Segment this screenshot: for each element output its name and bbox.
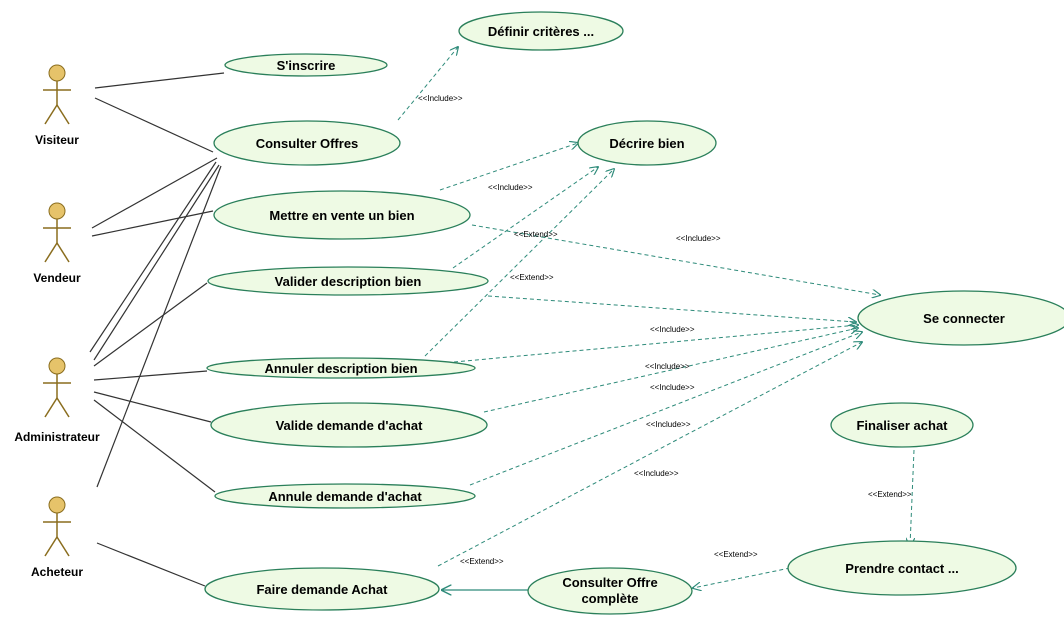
assoc-visiteur-consulter bbox=[94, 97, 214, 153]
assoc-vendeur-consulter bbox=[91, 157, 218, 229]
use-case-annuler-description[interactable]: Annuler description bien bbox=[206, 357, 476, 379]
stereo-include-2: <<Include>> bbox=[488, 183, 533, 192]
stereo-include-5: <<Include>> bbox=[645, 362, 690, 371]
dependencies bbox=[397, 47, 914, 590]
use-case-label: Valider description bien bbox=[275, 274, 422, 289]
dep-valider-connecter bbox=[487, 295, 856, 322]
use-case-decrire-bien[interactable]: Décrire bien bbox=[577, 120, 717, 166]
actor-vendeur[interactable]: Vendeur bbox=[33, 202, 81, 285]
assoc-acheteur-faire bbox=[96, 542, 206, 587]
use-case-consulter-offres[interactable]: Consulter Offres bbox=[213, 120, 401, 166]
assoc-admin-annule-demande bbox=[93, 399, 216, 493]
dep-mettre-connecter bbox=[471, 224, 880, 295]
dep-prendre-consulter-complete bbox=[693, 567, 791, 588]
assoc-admin-valide-demande bbox=[93, 391, 212, 423]
dep-faire-connecter bbox=[437, 342, 862, 567]
use-case-label: Se connecter bbox=[923, 311, 1005, 326]
use-case-consulter-offre-complete[interactable]: Consulter Offre complète bbox=[527, 567, 693, 615]
assoc-vendeur-mettre bbox=[91, 210, 214, 237]
stereo-extend-1: <<Extend>> bbox=[514, 230, 558, 239]
use-case-label: S'inscrire bbox=[277, 58, 336, 73]
use-case-label-line2: complète bbox=[581, 591, 638, 606]
use-case-label: Valide demande d'achat bbox=[276, 418, 424, 433]
dep-consulter-definir bbox=[397, 47, 458, 121]
use-case-label: Définir critères ... bbox=[488, 24, 594, 39]
use-case-se-connecter[interactable]: Se connecter bbox=[857, 290, 1064, 346]
stereo-include-7: <<Include>> bbox=[646, 420, 691, 429]
stereo-include-4: <<Include>> bbox=[650, 325, 695, 334]
stereo-extend-4: <<Extend>> bbox=[714, 550, 758, 559]
dep-valide-demande-connecter bbox=[483, 328, 858, 413]
use-case-label: Annuler description bien bbox=[264, 361, 417, 376]
actor-head-icon bbox=[48, 64, 66, 82]
assoc-admin-annuler bbox=[93, 370, 208, 381]
stereo-extend-2: <<Extend>> bbox=[510, 273, 554, 282]
use-case-label: Finaliser achat bbox=[856, 418, 948, 433]
use-case-mettre-en-vente[interactable]: Mettre en vente un bien bbox=[213, 190, 471, 240]
dep-annuler-connecter bbox=[453, 325, 858, 363]
stereotype-labels: <<Include>> <<Include>> <<Extend>> <<Inc… bbox=[418, 94, 912, 566]
stereo-extend-5: <<Extend>> bbox=[460, 557, 504, 566]
dep-finaliser-prendre bbox=[910, 449, 914, 546]
stereo-include-8: <<Include>> bbox=[634, 469, 679, 478]
use-case-label: Faire demande Achat bbox=[256, 582, 388, 597]
stereo-extend-3: <<Extend>> bbox=[868, 490, 912, 499]
use-case-annule-demande-achat[interactable]: Annule demande d'achat bbox=[214, 483, 476, 509]
assoc-admin-consulter-1 bbox=[89, 161, 217, 353]
actor-label: Visiteur bbox=[35, 133, 79, 147]
associations bbox=[89, 72, 225, 587]
use-case-label: Consulter Offres bbox=[256, 136, 359, 151]
actor-acheteur[interactable]: Acheteur bbox=[31, 496, 83, 579]
use-case-prendre-contact[interactable]: Prendre contact ... bbox=[787, 540, 1017, 596]
dep-annule-demande-connecter bbox=[469, 332, 862, 486]
assoc-visiteur-sinscrire bbox=[94, 72, 225, 89]
actor-head-icon bbox=[48, 496, 66, 514]
use-case-label: Mettre en vente un bien bbox=[269, 208, 414, 223]
assoc-admin-valider bbox=[93, 282, 208, 367]
use-case-valider-description[interactable]: Valider description bien bbox=[207, 266, 489, 296]
dep-annuler-decrire bbox=[424, 169, 614, 357]
use-case-label: Prendre contact ... bbox=[845, 561, 958, 576]
actor-head-icon bbox=[48, 202, 66, 220]
stereo-include-1: <<Include>> bbox=[418, 94, 463, 103]
use-case-label: Décrire bien bbox=[609, 136, 684, 151]
use-case-finaliser-achat[interactable]: Finaliser achat bbox=[830, 402, 974, 448]
actor-head-icon bbox=[48, 357, 66, 375]
actor-label: Acheteur bbox=[31, 565, 83, 579]
use-case-sinscrire[interactable]: S'inscrire bbox=[224, 53, 388, 77]
use-case-faire-demande-achat[interactable]: Faire demande Achat bbox=[204, 567, 440, 611]
assoc-admin-consulter-2 bbox=[93, 164, 220, 361]
assoc-acheteur-consulter bbox=[96, 165, 222, 488]
use-case-definir-criteres[interactable]: Définir critères ... bbox=[458, 11, 624, 51]
actor-visiteur[interactable]: Visiteur bbox=[35, 64, 79, 147]
actor-label: Administrateur bbox=[14, 430, 100, 444]
dep-valider-decrire bbox=[452, 167, 598, 269]
stereo-include-6: <<Include>> bbox=[650, 383, 695, 392]
actor-administrateur[interactable]: Administrateur bbox=[14, 357, 100, 444]
use-case-label: Annule demande d'achat bbox=[268, 489, 422, 504]
dep-mettre-decrire bbox=[439, 143, 578, 191]
use-case-valide-demande-achat[interactable]: Valide demande d'achat bbox=[210, 402, 488, 448]
stereo-include-3: <<Include>> bbox=[676, 234, 721, 243]
actor-label: Vendeur bbox=[33, 271, 81, 285]
use-case-label-line1: Consulter Offre bbox=[562, 575, 657, 590]
